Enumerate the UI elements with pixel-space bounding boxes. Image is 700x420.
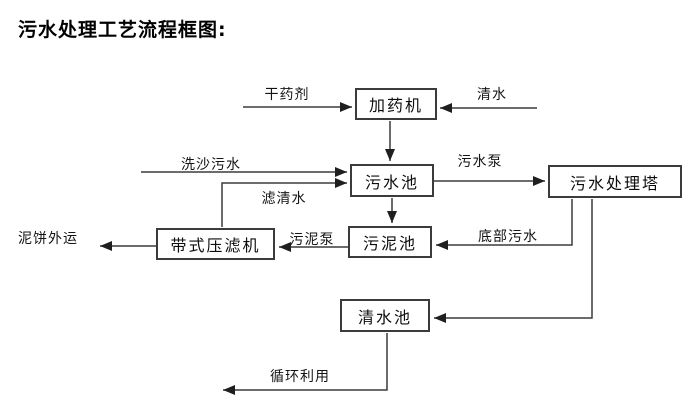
arrow-filtered-water-to-sewage-pool [221,178,347,227]
edge-label-sludge-pump: 污泥泵 [289,232,335,248]
diagram-title: 污水处理工艺流程框图: [18,19,227,41]
node-clean-water-pool: 清水池 [340,299,430,332]
edge-label-sewage-pump: 污水泵 [457,154,503,170]
node-treatment-tower: 污水处理塔 [548,165,682,198]
edge-label-clean-water: 清水 [477,87,507,103]
node-dosing-machine: 加药机 [355,88,437,120]
edge-label-mud-cake-out: 泥饼外运 [18,231,78,247]
arrow-treatment-tower-to-clean-water-pool [434,199,593,323]
node-sludge-pool: 污泥池 [348,226,432,258]
edge-label-filtered-water: 滤清水 [261,191,307,207]
edge-label-recycle: 循环利用 [270,369,330,385]
arrow-bottom-sewage-to-sludge-pool [436,199,573,250]
edge-label-sand-washing-sewage: 洗沙污水 [181,157,241,173]
node-sewage-pool: 污水池 [350,164,434,197]
edge-label-dry-agent: 干药剂 [264,87,310,103]
arrow-recycle-out [223,333,388,395]
edge-label-bottom-sewage: 底部污水 [478,229,538,245]
node-belt-filter-press: 带式压滤机 [156,228,275,260]
